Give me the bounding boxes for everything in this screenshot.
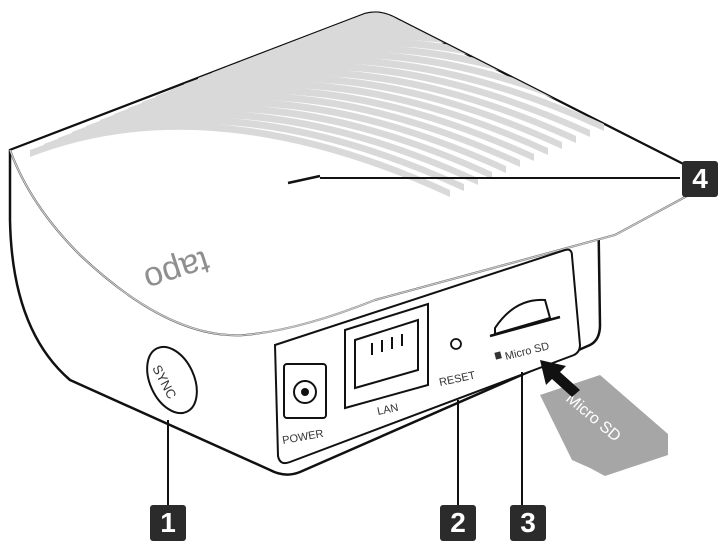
top-rib (128, 80, 548, 155)
insert-arrow-icon (540, 360, 580, 397)
top-rib (100, 92, 520, 167)
top-edge (9, 149, 699, 337)
lan-port (344, 302, 429, 410)
top-rib (114, 86, 534, 161)
callout-1: 1 (150, 505, 186, 541)
top-rib (170, 62, 590, 137)
reset-button (450, 338, 462, 350)
callout-2: 2 (440, 505, 476, 541)
sd-card-icon (494, 351, 502, 360)
callout-3: 3 (510, 505, 546, 541)
microsd-card (540, 375, 668, 476)
top-rib (142, 74, 562, 149)
lan-socket-icon (354, 318, 419, 390)
led-indicator (287, 174, 321, 185)
top-rib (184, 56, 604, 131)
sync-button (146, 345, 198, 415)
callout-4: 4 (682, 161, 718, 197)
top-rib (72, 104, 492, 179)
top-rib (44, 116, 464, 191)
top-rib (30, 122, 450, 197)
top-rib (156, 68, 576, 143)
microsd-slot (494, 298, 552, 336)
top-rib (58, 110, 478, 185)
lan-label: LAN (376, 402, 399, 418)
top-rib (86, 98, 506, 173)
